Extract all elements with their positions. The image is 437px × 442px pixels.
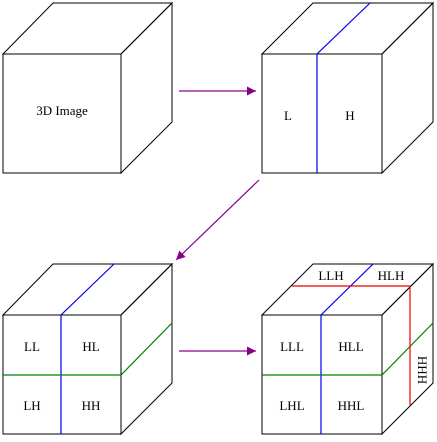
cube4-label-hhh: HHH — [415, 356, 430, 384]
cube4-label-hlh: HLH — [378, 268, 405, 283]
cube4-label-hll: HLL — [338, 339, 363, 354]
cube4-label-llh: LLH — [318, 268, 343, 283]
cube4-side-face — [381, 262, 434, 436]
cube4-label-lhl: LHL — [279, 398, 304, 413]
cube4-label-lll: LLL — [280, 339, 304, 354]
arrow-cube2-to-cube3 — [175, 179, 260, 261]
cube4-z-split-line — [292, 285, 411, 405]
cube3-label-lh: LH — [23, 398, 40, 413]
cube4-label-hhl: HHL — [338, 398, 365, 413]
cube3-label-ll: LL — [24, 339, 40, 354]
cube3-side-face — [120, 262, 173, 436]
cube2-side-face — [381, 1, 434, 175]
cube3-label-hl: HL — [82, 339, 99, 354]
cube2-label-l: L — [284, 108, 292, 123]
cube4-x-split-line — [320, 263, 374, 434]
cube3-x-split-line — [60, 263, 115, 434]
cube2-front-face — [261, 53, 383, 174]
cube1-label: 3D Image — [36, 103, 88, 118]
cube3-y-split-line — [3, 322, 173, 376]
cube1-side-face — [120, 1, 173, 175]
cube-l-h — [260, 1, 435, 175]
cube2-label-h: H — [345, 108, 354, 123]
cube-3d-image — [1, 1, 174, 175]
cube2-x-split-line — [316, 2, 371, 173]
cube3-label-hh: HH — [82, 398, 101, 413]
cube4-y-split-line — [262, 322, 434, 376]
